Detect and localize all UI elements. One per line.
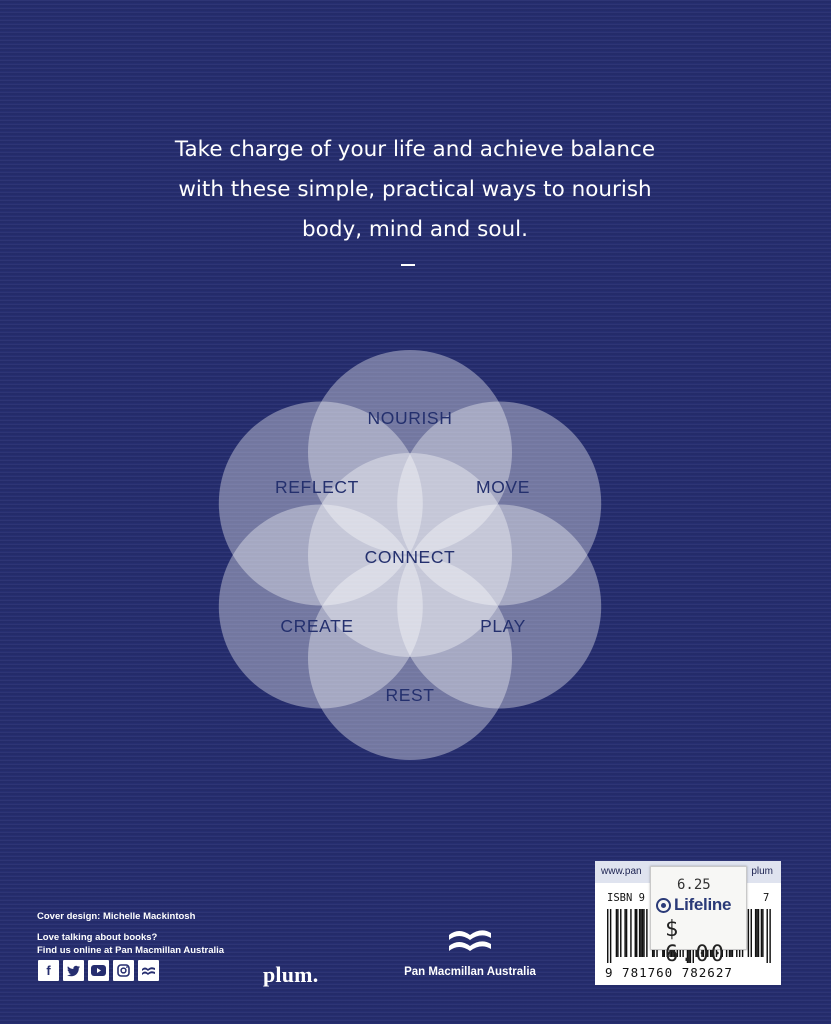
circle-reflect (218, 401, 423, 606)
isbn-digits: 9 781760 782627 (605, 965, 733, 980)
barcode-bar (634, 909, 636, 957)
barcode-bar (624, 909, 626, 957)
divider-dash (401, 264, 415, 266)
price-sticker: 6.25 Lifeline $ 6.00 (650, 866, 747, 967)
barcode-bar (636, 909, 638, 957)
tagline: Take charge of your life and achieve bal… (90, 130, 740, 250)
circle-connect (308, 453, 512, 657)
love-talking-text: Love talking about books? (37, 932, 158, 943)
old-price: 6.25 (677, 877, 711, 893)
twitter-icon[interactable] (63, 960, 84, 981)
label-move: MOVE (476, 477, 530, 497)
barcode-bar (641, 909, 644, 957)
barcode-bar (769, 909, 771, 963)
barcode-bar (747, 909, 750, 957)
circle-rest (308, 556, 512, 760)
barcode-bar (615, 909, 618, 957)
plum-logo: plum. (263, 962, 319, 987)
facebook-icon[interactable]: f (38, 960, 59, 981)
barcode-bar (607, 909, 609, 963)
sticker-price: $ 6.00 (665, 917, 726, 967)
label-rest: REST (385, 685, 434, 705)
flower-of-life-diagram: NOURISH MOVE PLAY REST CREATE REFLECT CO… (218, 350, 602, 760)
barcode-bar (630, 909, 632, 957)
barcode-bar (609, 909, 612, 963)
venn-circles (218, 350, 602, 760)
barcode-bar (643, 909, 645, 957)
venn-labels: NOURISH MOVE PLAY REST CREATE REFLECT CO… (275, 408, 530, 705)
barcode-bar (640, 909, 642, 957)
barcode-bar (620, 909, 622, 957)
isbn-prefix: ISBN 9 (607, 892, 645, 904)
social-icons-row: f (38, 960, 159, 981)
isbn-label: ISBN 9 7 (607, 892, 769, 904)
lifeline-brand: Lifeline (656, 895, 731, 915)
label-nourish: NOURISH (368, 408, 453, 428)
barcode-bar (754, 909, 757, 957)
pan-macmillan-icon[interactable] (138, 960, 159, 981)
circle-play (397, 504, 602, 709)
barcode-bar (625, 909, 628, 957)
label-play: PLAY (480, 616, 526, 636)
barcode-bar (762, 909, 764, 957)
pan-macmillan-waves-icon (449, 930, 491, 951)
circle-move (397, 401, 602, 606)
barcode-bar (617, 909, 619, 957)
credits-block: Cover design: Michelle Mackintosh Love t… (37, 910, 224, 957)
pan-macmillan-logo: Pan Macmillan Australia (400, 925, 540, 978)
tagline-line-3: body, mind and soul. (302, 217, 528, 242)
tagline-line-2: with these simple, practical ways to nou… (178, 177, 652, 202)
barcode-bar (646, 909, 648, 957)
publisher-name: Pan Macmillan Australia (404, 966, 536, 978)
youtube-icon[interactable] (88, 960, 109, 981)
circle-nourish (308, 350, 512, 554)
instagram-icon[interactable] (113, 960, 134, 981)
label-create: CREATE (280, 616, 353, 636)
cover-design-credit: Cover design: Michelle Mackintosh (37, 911, 196, 922)
url-left: www.pan (601, 866, 642, 877)
barcode-bar (766, 909, 768, 963)
barcode-bar (756, 909, 758, 957)
label-connect: CONNECT (365, 547, 456, 567)
find-us-text: Find us online at Pan Macmillan Australi… (37, 945, 225, 956)
circle-create (218, 504, 423, 709)
lifeline-logo-icon (656, 897, 671, 913)
tagline-line-1: Take charge of your life and achieve bal… (174, 137, 656, 162)
barcode-bar (638, 909, 641, 957)
barcode-bar (750, 909, 752, 957)
isbn-suffix: 7 (763, 892, 770, 904)
label-reflect: REFLECT (275, 477, 359, 497)
barcode-bar (757, 909, 760, 957)
lifeline-text: Lifeline (674, 895, 732, 914)
barcode-bar (760, 909, 763, 957)
url-right: plum (751, 866, 773, 877)
